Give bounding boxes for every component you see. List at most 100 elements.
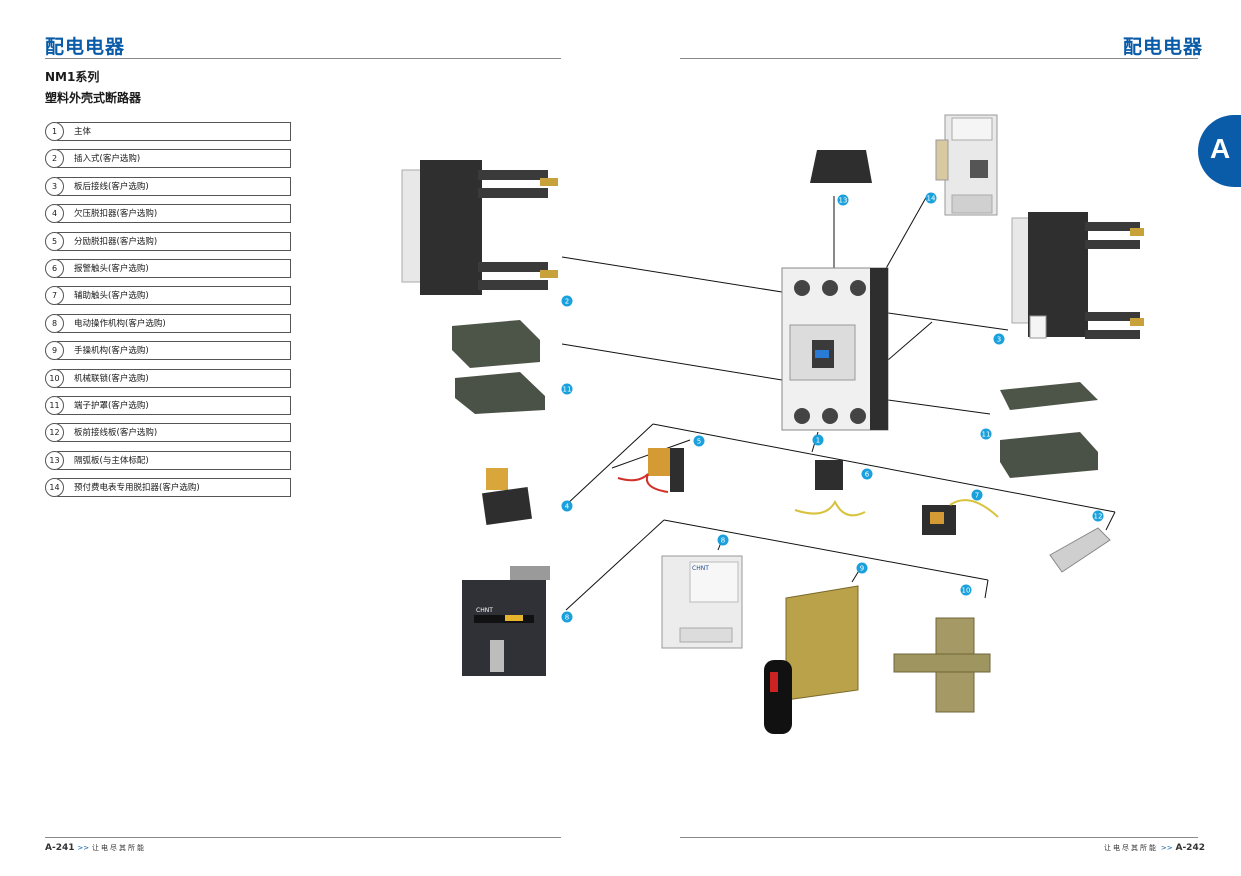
legend-number: 14 bbox=[45, 478, 64, 498]
svg-text:9: 9 bbox=[860, 565, 864, 573]
auxiliary-contact bbox=[922, 499, 999, 535]
legend-item: 12 板前接线板(客户选购) bbox=[45, 423, 291, 443]
callout-7: 7 bbox=[971, 489, 983, 501]
legend-number: 11 bbox=[45, 395, 64, 415]
legend-number: 12 bbox=[45, 423, 64, 443]
electric-operator-brand: CHNT bbox=[476, 607, 493, 614]
right-footer-arrows: >> bbox=[1160, 844, 1173, 852]
legend-item: 1 主体 bbox=[45, 122, 291, 141]
legend-item: 2 插入式(客户选购) bbox=[45, 149, 291, 169]
rear-connection-breaker bbox=[1011, 212, 1144, 339]
svg-text:10: 10 bbox=[962, 587, 971, 595]
legend-label: 欠压脱扣器(客户选购) bbox=[74, 209, 158, 220]
mechanical-interlock bbox=[893, 617, 991, 713]
callout-2: 2 bbox=[561, 295, 573, 307]
left-footer-arrows: >> bbox=[77, 844, 90, 852]
callout-11a: 11 bbox=[561, 383, 573, 395]
legend-item: 14 预付费电表专用脱扣器(客户选购) bbox=[45, 478, 291, 498]
right-footer: 让电尽其所能 >> A-242 bbox=[1104, 843, 1205, 853]
callout-8b: 8 bbox=[561, 611, 573, 623]
plug-in-base bbox=[401, 160, 558, 295]
section-tab[interactable]: A bbox=[1198, 115, 1241, 187]
callout-9: 9 bbox=[856, 562, 868, 574]
svg-text:8: 8 bbox=[565, 614, 569, 622]
legend-number: 10 bbox=[45, 368, 64, 388]
legend-number: 9 bbox=[45, 341, 64, 361]
svg-text:14: 14 bbox=[927, 195, 936, 203]
legend-item: 9 手操机构(客户选购) bbox=[45, 341, 291, 361]
series-title: NM1系列 bbox=[45, 70, 100, 84]
product-name: 塑料外壳式断路器 bbox=[45, 91, 142, 105]
legend-label: 报警触头(客户选购) bbox=[74, 263, 149, 274]
svg-text:13: 13 bbox=[839, 197, 848, 205]
callout-14: 14 bbox=[925, 192, 937, 204]
right-page-title: 配电电器 bbox=[1123, 36, 1204, 58]
right-footer-slogan: 让电尽其所能 bbox=[1104, 844, 1158, 852]
svg-text:11: 11 bbox=[982, 431, 991, 439]
left-page-number: A-241 bbox=[45, 843, 75, 853]
legend-number: 4 bbox=[45, 204, 64, 224]
callout-12: 12 bbox=[1092, 510, 1104, 522]
prepaid-breaker bbox=[935, 114, 998, 216]
shunt-release bbox=[617, 448, 684, 493]
legend-label: 分励脱扣器(客户选购) bbox=[74, 236, 158, 247]
callout-10: 10 bbox=[960, 584, 972, 596]
legend-item: 8 电动操作机构(客户选购) bbox=[45, 313, 291, 333]
svg-text:8: 8 bbox=[721, 537, 725, 545]
legend-label: 辅助触头(客户选购) bbox=[74, 291, 149, 302]
legend-number: 1 bbox=[45, 122, 64, 141]
main-breaker bbox=[781, 267, 889, 431]
callout-4: 4 bbox=[561, 500, 573, 512]
legend-number: 5 bbox=[45, 231, 64, 251]
legend-number: 7 bbox=[45, 286, 64, 306]
legend-label: 手操机构(客户选购) bbox=[74, 346, 149, 357]
undervoltage-release bbox=[481, 468, 533, 526]
electric-operator: CHNT bbox=[462, 566, 550, 676]
section-tab-letter: A bbox=[1210, 133, 1231, 164]
legend-label: 隔弧板(与主体标配) bbox=[74, 455, 149, 466]
legend-item: 4 欠压脱扣器(客户选购) bbox=[45, 204, 291, 224]
legend-number: 8 bbox=[45, 313, 64, 333]
left-page-title: 配电电器 bbox=[45, 36, 126, 58]
callout-13: 13 bbox=[837, 194, 849, 206]
svg-text:7: 7 bbox=[975, 492, 979, 500]
right-page-number: A-242 bbox=[1175, 843, 1205, 853]
callout-1: 1 bbox=[812, 434, 824, 446]
terminal-cover-right bbox=[1000, 382, 1098, 478]
terminal-cover-left bbox=[452, 320, 545, 414]
legend-label: 板前接线板(客户选购) bbox=[74, 428, 158, 439]
legend-label: 电动操作机构(客户选购) bbox=[74, 318, 166, 329]
module-brand: CHNT bbox=[692, 565, 709, 572]
legend-label: 端子护罩(客户选购) bbox=[74, 400, 149, 411]
legend-label: 主体 bbox=[74, 127, 92, 137]
legend-label: 机械联锁(客户选购) bbox=[74, 373, 149, 384]
manual-handle-mechanism bbox=[764, 585, 859, 734]
svg-text:5: 5 bbox=[697, 438, 701, 446]
legend-label: 板后接线(客户选购) bbox=[74, 181, 149, 192]
legend-label: 预付费电表专用脱扣器(客户选购) bbox=[74, 483, 200, 494]
svg-text:11: 11 bbox=[563, 386, 572, 394]
electronic-trip-module: CHNT bbox=[661, 555, 743, 649]
left-footer-slogan: 让电尽其所能 bbox=[91, 844, 146, 852]
callout-6: 6 bbox=[861, 468, 873, 480]
legend-number: 2 bbox=[45, 149, 64, 169]
svg-text:2: 2 bbox=[565, 298, 569, 306]
callout-8a: 8 bbox=[717, 534, 729, 546]
callout-11b: 11 bbox=[980, 428, 992, 440]
legend-item: 11 端子护罩(客户选购) bbox=[45, 395, 291, 415]
svg-text:12: 12 bbox=[1094, 513, 1103, 521]
front-connection-plate bbox=[1049, 527, 1111, 573]
legend-number: 6 bbox=[45, 258, 64, 278]
legend-label: 插入式(客户选购) bbox=[74, 154, 141, 165]
callout-5: 5 bbox=[693, 435, 705, 447]
svg-text:4: 4 bbox=[565, 503, 570, 511]
callout-3: 3 bbox=[993, 333, 1005, 345]
callouts: 1 2 3 4 5 6 7 8 8 9 10 11 11 12 13 14 bbox=[561, 192, 1104, 623]
left-header-rule bbox=[45, 58, 561, 59]
svg-text:3: 3 bbox=[997, 336, 1001, 344]
svg-text:6: 6 bbox=[865, 471, 870, 479]
